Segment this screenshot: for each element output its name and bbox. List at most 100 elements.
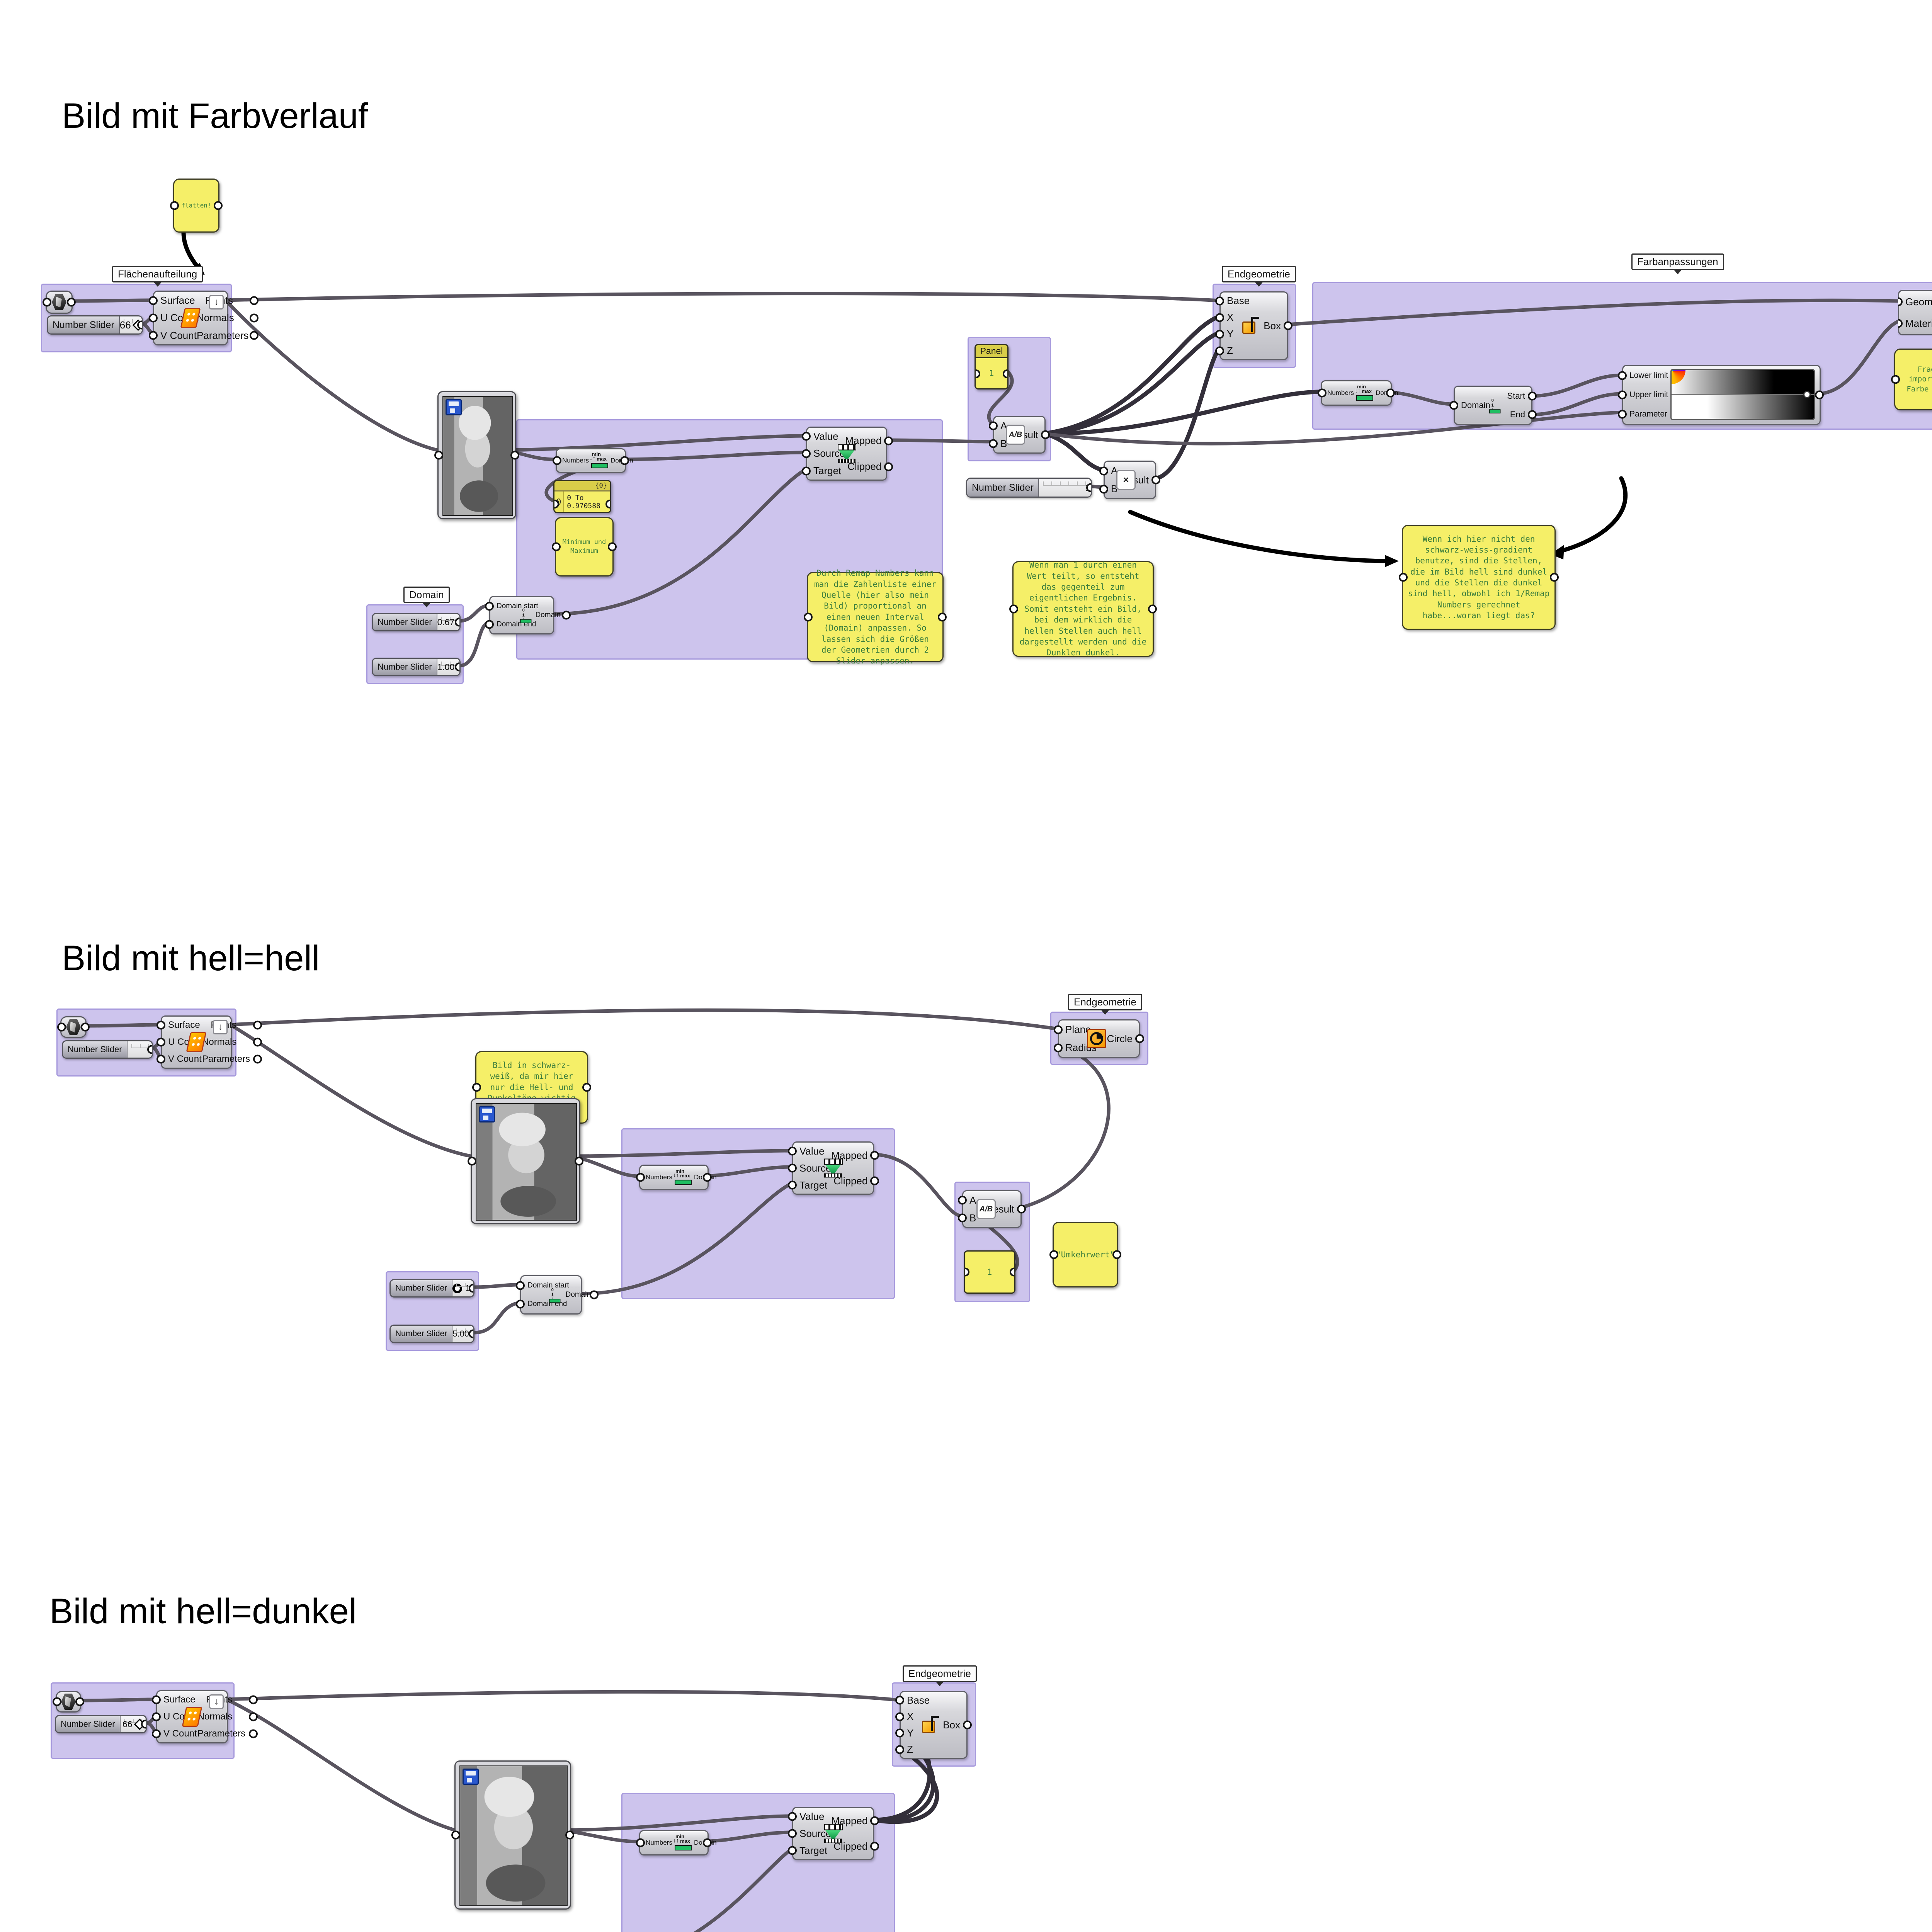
surface-param-node-2[interactable] (57, 1016, 90, 1038)
port-z[interactable]: Z (907, 1743, 933, 1755)
port-x[interactable]: X (907, 1711, 933, 1723)
output-connector[interactable] (510, 451, 519, 460)
port-v-count[interactable]: V Count (160, 329, 197, 341)
port-target[interactable]: Target (799, 1845, 831, 1857)
output-connector[interactable] (455, 617, 459, 627)
port-surface[interactable]: Surface (163, 1694, 197, 1705)
port-circle[interactable]: Circle (1104, 1033, 1133, 1045)
output-connector[interactable] (703, 1173, 712, 1182)
output-connector[interactable] (1386, 388, 1395, 398)
output-connector[interactable] (455, 662, 459, 672)
image-sampler-node-2[interactable] (468, 1098, 583, 1224)
input-connector[interactable] (636, 1173, 645, 1182)
remap-numbers-node-1[interactable]: Value Source Target Mapped Clipped (806, 427, 887, 481)
divide-surface-node-3[interactable]: Surface U Count V Count Points Normals P… (156, 1690, 245, 1743)
surface-param-node[interactable] (43, 291, 76, 314)
port-a[interactable]: A (1111, 465, 1120, 477)
port-base[interactable]: Base (1227, 295, 1253, 307)
gradient-display[interactable] (1670, 369, 1815, 420)
number-slider-domain-end-2[interactable]: Number Slider 5.000 (389, 1325, 474, 1343)
port-plane[interactable]: Plane (1065, 1024, 1099, 1036)
input-connector[interactable] (976, 369, 980, 378)
input-connector[interactable] (451, 1830, 460, 1840)
port-x[interactable]: X (1227, 311, 1253, 323)
output-connector[interactable] (565, 1830, 574, 1840)
note-umkehrwert[interactable]: "Umkehrwert" (1049, 1222, 1121, 1287)
port-y[interactable]: Y (907, 1727, 933, 1739)
remap-numbers-node-2[interactable]: Value Source Target Mapped Clipped (792, 1141, 874, 1195)
group-label-endgeometrie-1[interactable]: Endgeometrie (1222, 266, 1296, 282)
port-b[interactable]: B (1111, 483, 1120, 495)
gradient-node[interactable]: Lower limit Upper limit Parameter (1622, 365, 1824, 425)
port-numbers[interactable]: Numbers (646, 1839, 672, 1846)
image-sampler-node-3[interactable] (451, 1760, 574, 1910)
note-flatten[interactable]: flatten! (170, 179, 223, 233)
port-target[interactable]: Target (813, 465, 845, 477)
port-lower-limit[interactable]: Lower limit (1629, 371, 1675, 380)
port-parameter[interactable]: Parameter (1629, 410, 1675, 419)
input-connector[interactable] (804, 612, 813, 622)
expand-button[interactable]: ↓ (209, 1694, 224, 1709)
output-connector[interactable] (620, 456, 629, 465)
port-v-count[interactable]: V Count (168, 1054, 202, 1064)
data-panel-node[interactable]: {0} 0 0 To 0.970588 (553, 480, 611, 513)
number-slider-factor[interactable]: Number Slider 10 (966, 478, 1092, 498)
input-connector[interactable] (57, 1022, 66, 1032)
port-target[interactable]: Target (799, 1179, 831, 1191)
group-label-endgeometrie-3[interactable]: Endgeometrie (903, 1665, 977, 1682)
output-connector[interactable] (81, 1022, 90, 1032)
output-connector[interactable] (938, 612, 947, 622)
note-min-max[interactable]: Minimum und Maximum (552, 517, 617, 577)
port-material[interactable]: Material (1905, 318, 1932, 330)
port-geometry[interactable]: Geometry (1905, 296, 1932, 308)
input-connector[interactable] (43, 298, 51, 307)
input-connector[interactable] (554, 500, 559, 509)
port-normals[interactable]: Normals (202, 1037, 237, 1047)
port-domain-start[interactable]: Domain start (527, 1281, 569, 1289)
number-slider-domain-start-2[interactable]: Number Slider 1.699 (389, 1279, 474, 1298)
number-slider-uv-3[interactable]: Number Slider 66 (55, 1715, 147, 1733)
domain-box-node-1[interactable]: Base X Y Z Box (1219, 291, 1288, 360)
input-connector[interactable] (552, 542, 561, 551)
output-connector[interactable] (469, 1284, 473, 1293)
output-connector[interactable] (1550, 573, 1559, 582)
port-domain[interactable]: Domain (1461, 400, 1496, 410)
input-connector[interactable] (434, 451, 443, 460)
note-gradient-question[interactable]: Wenn ich hier nicht den schwarz-weiss-gr… (1399, 525, 1559, 630)
output-connector[interactable] (214, 201, 223, 210)
input-connector[interactable] (1009, 604, 1018, 614)
image-sampler-node-1[interactable] (434, 391, 519, 519)
port-z[interactable]: Z (1227, 345, 1253, 357)
input-connector[interactable] (472, 1083, 481, 1092)
number-slider-domain-start-1[interactable]: Number Slider 0.673 (372, 613, 461, 631)
port-domain-start[interactable]: Domain start (497, 602, 538, 610)
slider-track[interactable]: 1.000 (437, 659, 459, 675)
number-slider-domain-end-1[interactable]: Number Slider 1.000 (372, 658, 461, 676)
number-slider-uv-1[interactable]: Number Slider 66 (47, 315, 143, 335)
input-connector[interactable] (1891, 375, 1900, 384)
input-connector[interactable] (636, 1838, 645, 1847)
port-box[interactable]: Box (1259, 320, 1281, 332)
output-connector[interactable] (605, 500, 610, 509)
port-y[interactable]: Y (1227, 328, 1253, 340)
surface-param-node-3[interactable] (53, 1691, 84, 1713)
port-upper-limit[interactable]: Upper limit (1629, 390, 1675, 400)
gradient-grip[interactable] (1803, 391, 1811, 398)
division-node-1[interactable]: A B Result A/B (993, 416, 1046, 454)
panel-node-1[interactable]: Panel 1 (975, 344, 1009, 389)
remap-numbers-node-3[interactable]: Value Source Target Mapped Clipped (792, 1807, 874, 1860)
port-numbers[interactable]: Numbers (646, 1173, 672, 1181)
note-rhino-question[interactable]: Frage: Wie importiert man Farbe in Rhino… (1891, 349, 1932, 410)
multiplication-node[interactable]: A B Result ✕ (1104, 461, 1156, 499)
construct-domain-node-1[interactable]: Domain start Domain end Domain 0 1↓ ↓ (489, 596, 561, 634)
note-remap-explanation[interactable]: Durch Remap Numbers kann man die Zahlenl… (804, 568, 947, 665)
input-connector[interactable] (553, 456, 561, 465)
port-b[interactable]: B (1000, 438, 1010, 450)
expand-button[interactable]: ↓ (209, 295, 224, 310)
port-base[interactable]: Base (907, 1694, 933, 1706)
port-surface[interactable]: Surface (168, 1020, 202, 1031)
port-b[interactable]: B (969, 1212, 983, 1224)
output-connector[interactable] (582, 1083, 591, 1092)
